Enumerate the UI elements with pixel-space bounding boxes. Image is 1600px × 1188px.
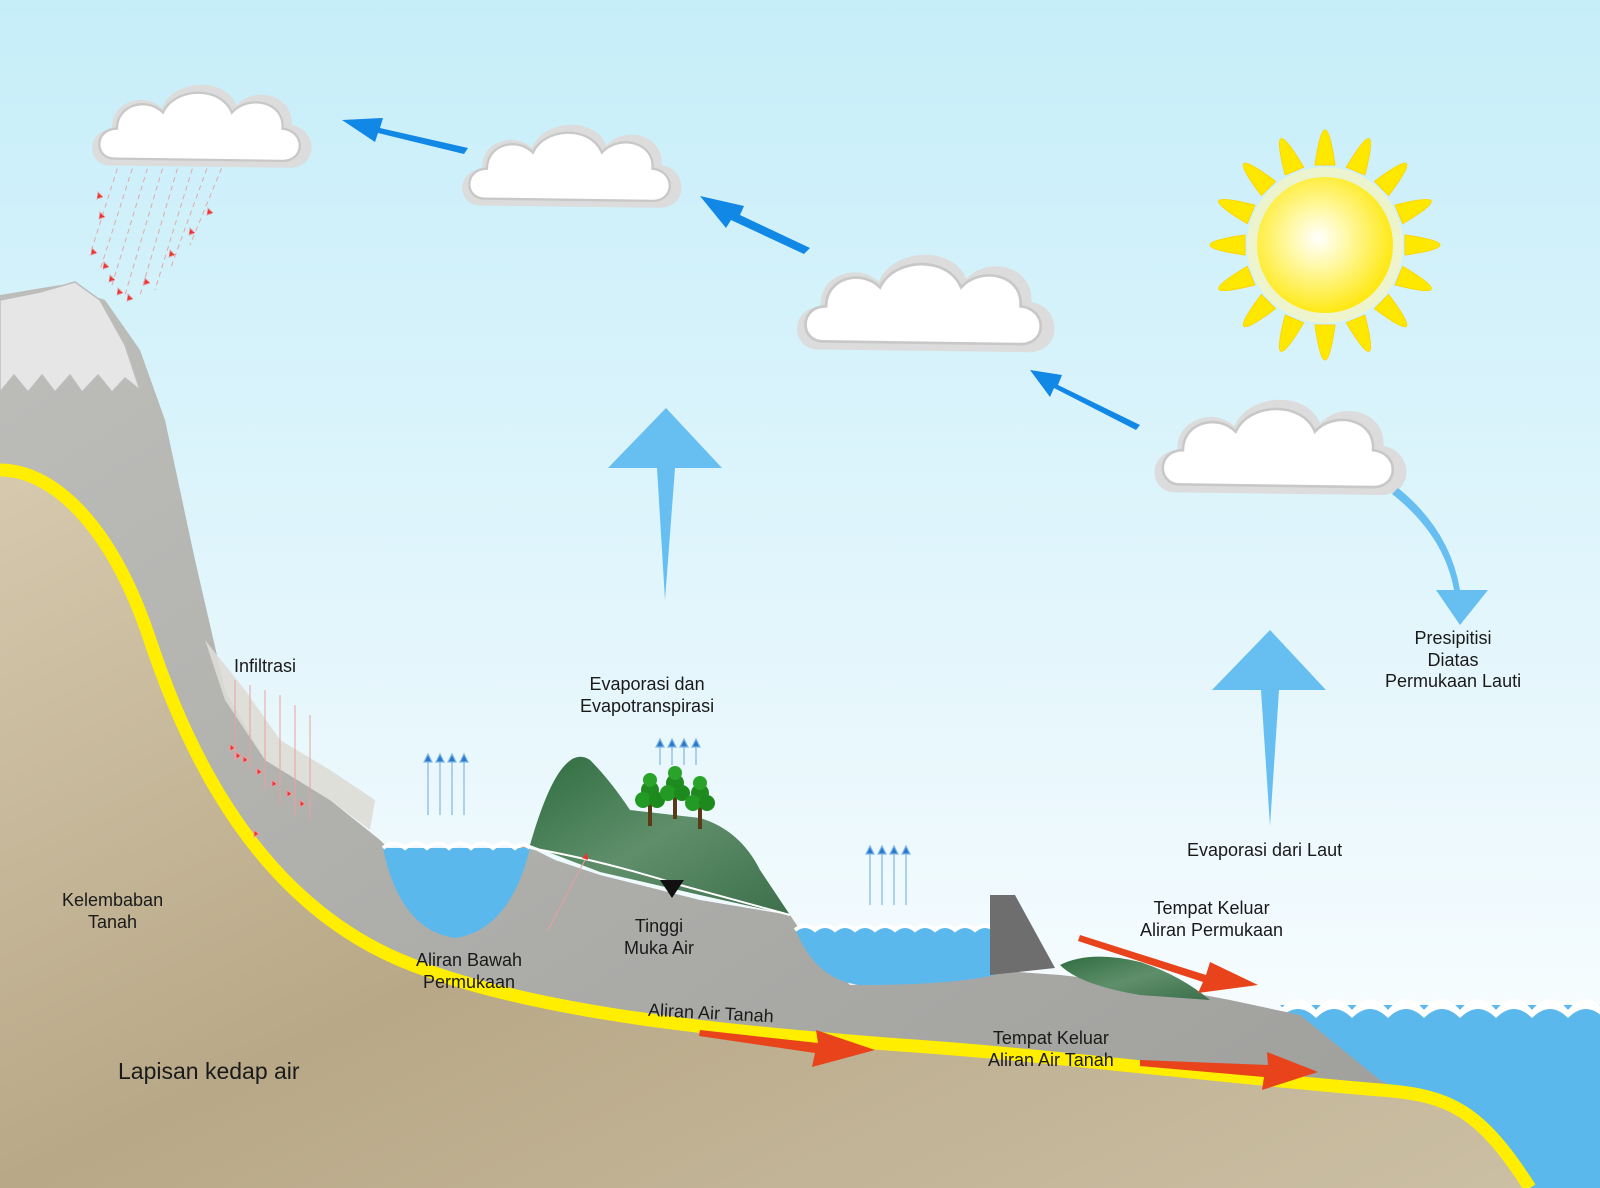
water-table-marker-icon	[660, 880, 684, 898]
bedrock	[0, 470, 1530, 1188]
ocean-evaporation-arrow	[1212, 630, 1326, 826]
flow-arrows	[699, 935, 1318, 1090]
label-evaporasi-dari-laut: Evaporasi dari Laut	[1187, 840, 1343, 860]
label-tempat-keluar-permukaan: Tempat Keluar Aliran Permukaan	[1140, 898, 1284, 940]
snow-cap	[0, 281, 142, 394]
rain-icon	[89, 159, 226, 302]
sea-precipitation-arrow	[1392, 488, 1488, 625]
small-evaporation-arrows	[423, 737, 911, 905]
infiltration-zone	[205, 640, 375, 830]
dam	[990, 895, 1055, 975]
circulation-arrows	[342, 118, 1140, 430]
label-presipitasi-laut: Presipitisi Diatas Permukaan Lauti	[1385, 628, 1522, 692]
forest-hill	[530, 756, 790, 915]
label-tempat-keluar-air-tanah: Tempat Keluar Aliran Air Tanah	[988, 1028, 1114, 1070]
river	[795, 928, 995, 985]
wetland	[1060, 956, 1210, 1000]
evapotranspiration-arrow	[608, 408, 722, 600]
label-evapotranspirasi: Evaporasi dan Evapotranspirasi	[580, 674, 715, 716]
lake	[383, 848, 530, 938]
infiltration-arrows	[229, 680, 311, 838]
label-tinggi-muka-air: Tinggi Muka Air	[624, 916, 695, 958]
label-lapisan-kedap-air: Lapisan kedap air	[118, 1058, 300, 1084]
sun-icon	[1209, 129, 1441, 361]
impermeable-layer	[0, 463, 1536, 1188]
label-aliran-bawah-permukaan: Aliran Bawah Permukaan	[416, 950, 523, 992]
label-kelembaban-tanah: Kelembaban Tanah	[62, 890, 164, 932]
label-infiltrasi: Infiltrasi	[234, 656, 297, 676]
